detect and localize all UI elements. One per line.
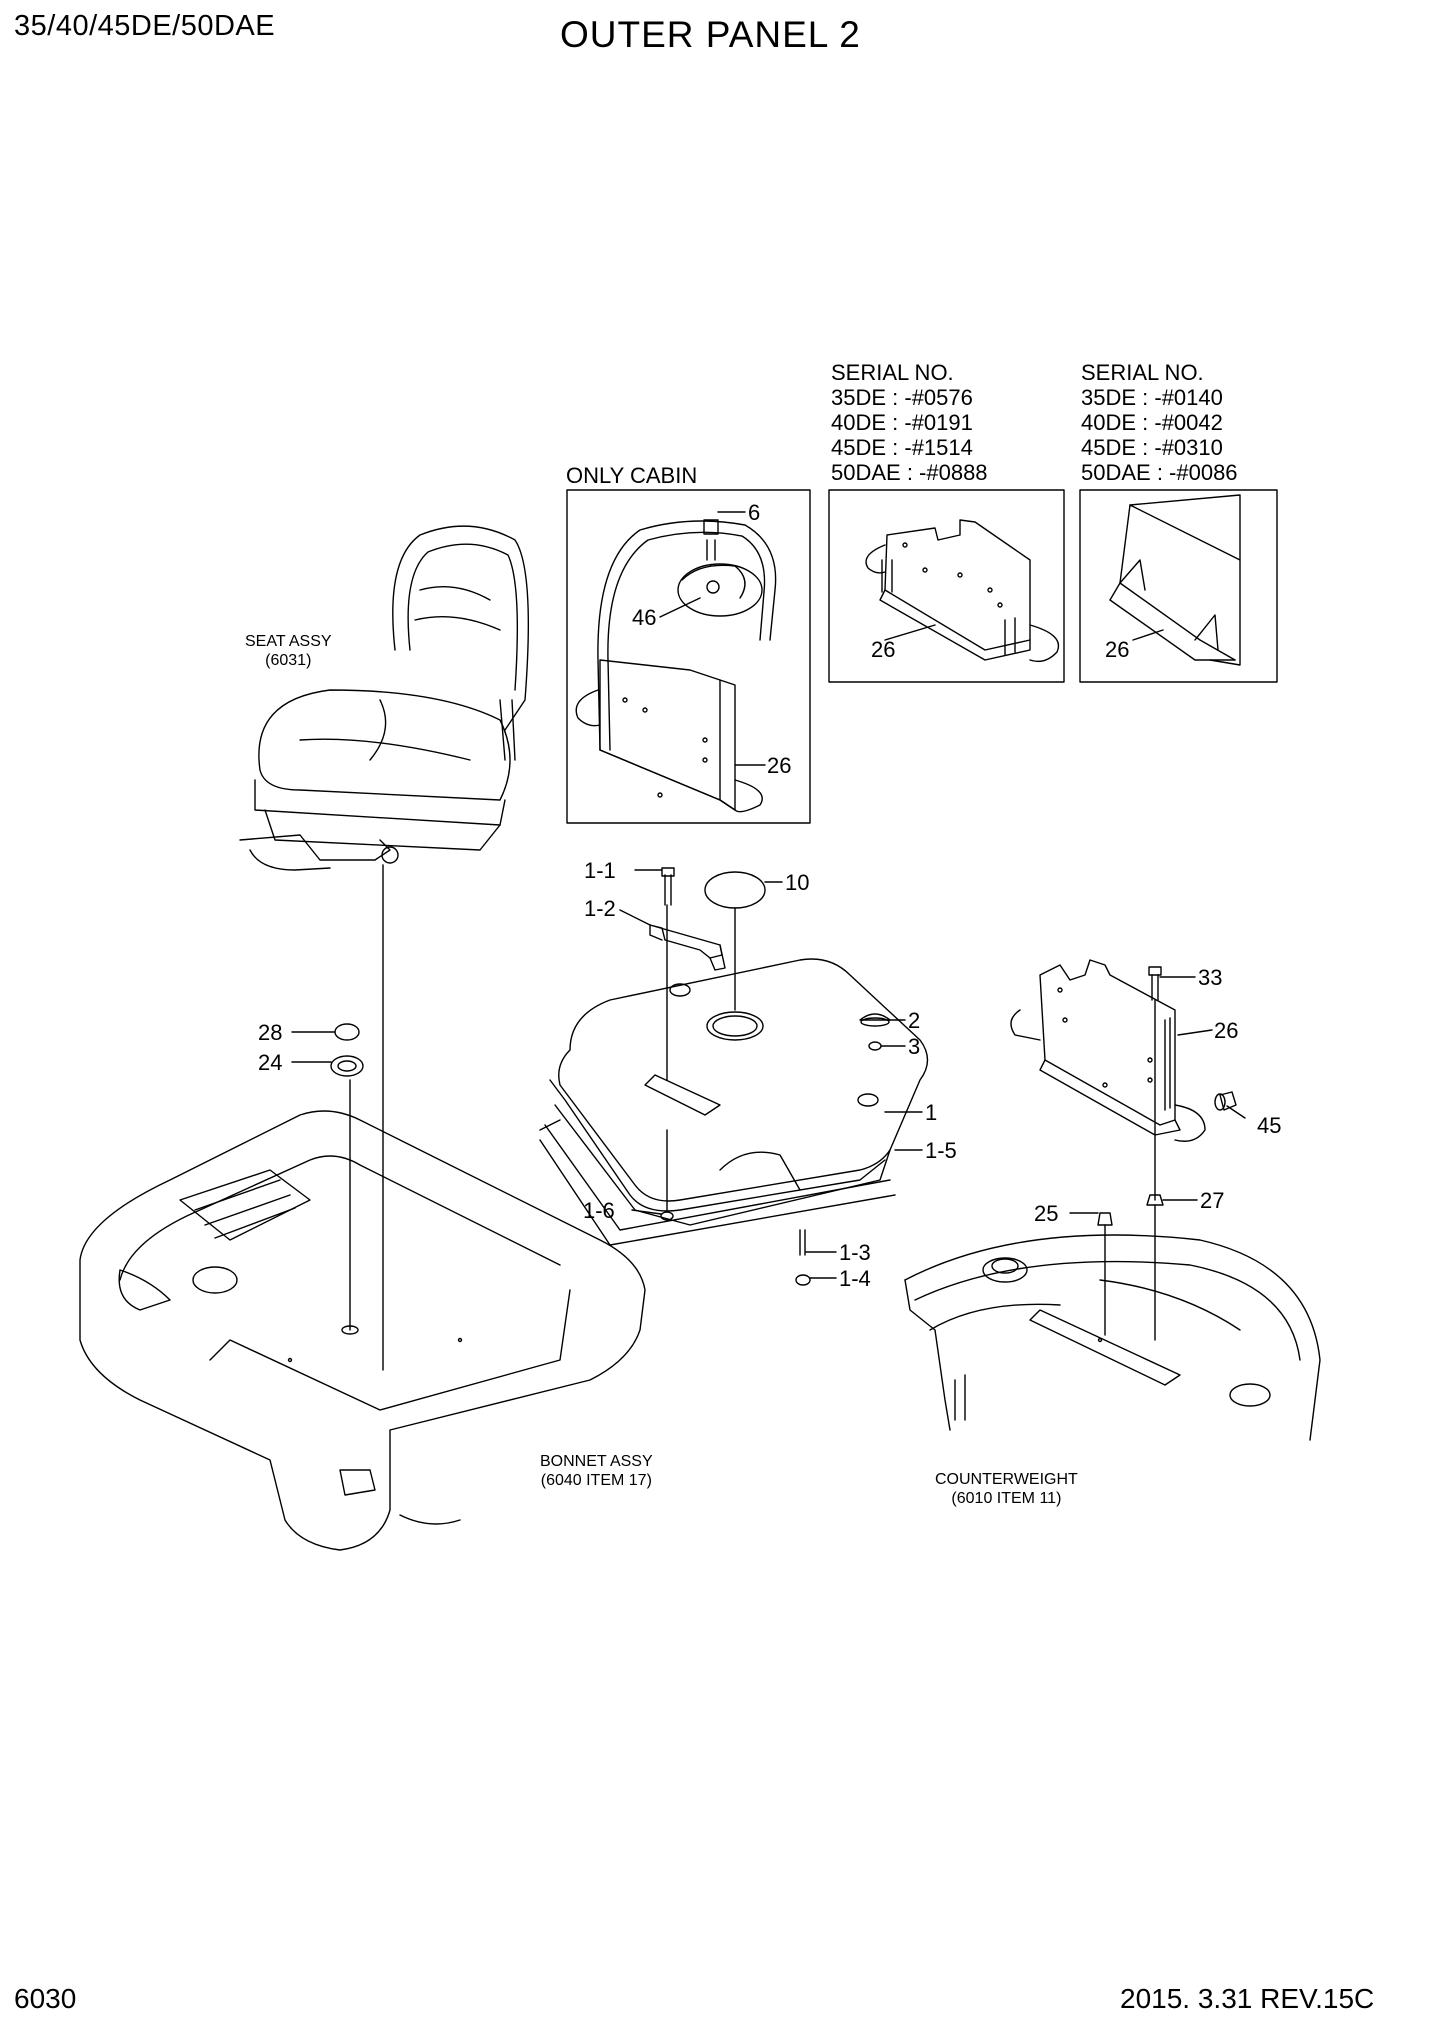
callout-24: 24 — [258, 1050, 282, 1075]
serial-line: 35DE : -#0576 — [831, 385, 973, 410]
serial-note-left: SERIAL NO. 35DE : -#0576 40DE : -#0191 4… — [831, 360, 988, 485]
serial-line: 40DE : -#0042 — [1081, 410, 1223, 435]
cap-part — [704, 871, 766, 1011]
serial-note-right: SERIAL NO. 35DE : -#0140 40DE : -#0042 4… — [1081, 360, 1238, 485]
serial-line: 50DAE : -#0086 — [1081, 460, 1238, 485]
assy-ref: (6031) — [265, 652, 312, 669]
callout-1-2: 1-2 — [584, 896, 616, 921]
callout-26-bracket: 26 — [1214, 1018, 1238, 1043]
seat-assy-label: SEAT ASSY (6031) — [245, 632, 332, 670]
plug-grommet — [330, 1023, 364, 1077]
callout-1-4: 1-4 — [839, 1266, 871, 1291]
only-cabin-box — [566, 489, 811, 824]
serial-line: 40DE : -#0191 — [831, 410, 973, 435]
counterweight-label: COUNTERWEIGHT (6010 ITEM 11) — [935, 1470, 1078, 1508]
serial-box-left — [828, 489, 1065, 683]
serial-line: 45DE : -#1514 — [831, 435, 973, 460]
right-bracket — [1010, 959, 1237, 1341]
callout-45: 45 — [1257, 1113, 1281, 1138]
callout-1-5: 1-5 — [925, 1138, 957, 1163]
callout-26-serial-right: 26 — [1105, 637, 1129, 662]
serial-bracket-left — [865, 519, 1060, 663]
callout-33: 33 — [1198, 965, 1222, 990]
outer-panel — [539, 958, 929, 1246]
serial-box-right — [1079, 489, 1278, 683]
handle-part — [649, 867, 726, 1211]
callout-1: 1 — [925, 1100, 937, 1125]
cabin-bracket — [575, 519, 777, 813]
assy-name: COUNTERWEIGHT — [935, 1471, 1078, 1488]
serial-line: 50DAE : -#0888 — [831, 460, 988, 485]
bonnet-assy-label: BONNET ASSY (6040 ITEM 17) — [540, 1452, 653, 1490]
revision-date: 2015. 3.31 REV.15C — [1120, 1983, 1375, 2014]
callout-28: 28 — [258, 1020, 282, 1045]
callout-1-3: 1-3 — [839, 1240, 871, 1265]
serial-heading: SERIAL NO. — [1081, 360, 1204, 385]
only-cabin-note: ONLY CABIN — [566, 463, 698, 488]
callout-27: 27 — [1200, 1188, 1224, 1213]
serial-line: 45DE : -#0310 — [1081, 435, 1223, 460]
seat-assembly — [239, 525, 530, 1371]
callout-6: 6 — [748, 500, 760, 525]
page-title: OUTER PANEL 2 — [560, 14, 861, 55]
callout-leaders — [291, 511, 1246, 1279]
callout-2: 2 — [908, 1008, 920, 1033]
assy-ref: (6040 ITEM 17) — [540, 1472, 652, 1489]
serial-heading: SERIAL NO. — [831, 360, 954, 385]
callout-3: 3 — [908, 1034, 920, 1059]
bonnet-assembly — [79, 1079, 646, 1551]
page-number: 6030 — [14, 1983, 77, 2014]
callout-26-cabin: 26 — [767, 753, 791, 778]
counterweight — [904, 1212, 1321, 1441]
callout-26-serial-left: 26 — [871, 637, 895, 662]
callout-46: 46 — [632, 605, 656, 630]
serial-line: 35DE : -#0140 — [1081, 385, 1223, 410]
callout-25: 25 — [1034, 1201, 1058, 1226]
callout-10: 10 — [785, 870, 809, 895]
callout-1-1: 1-1 — [584, 858, 616, 883]
assy-name: SEAT ASSY — [245, 633, 332, 650]
model-code: 35/40/45DE/50DAE — [14, 10, 276, 42]
assy-ref: (6010 ITEM 11) — [951, 1490, 1062, 1507]
callout-1-6: 1-6 — [583, 1198, 615, 1223]
assy-name: BONNET ASSY — [540, 1453, 653, 1470]
serial-bracket-right — [1109, 494, 1241, 666]
